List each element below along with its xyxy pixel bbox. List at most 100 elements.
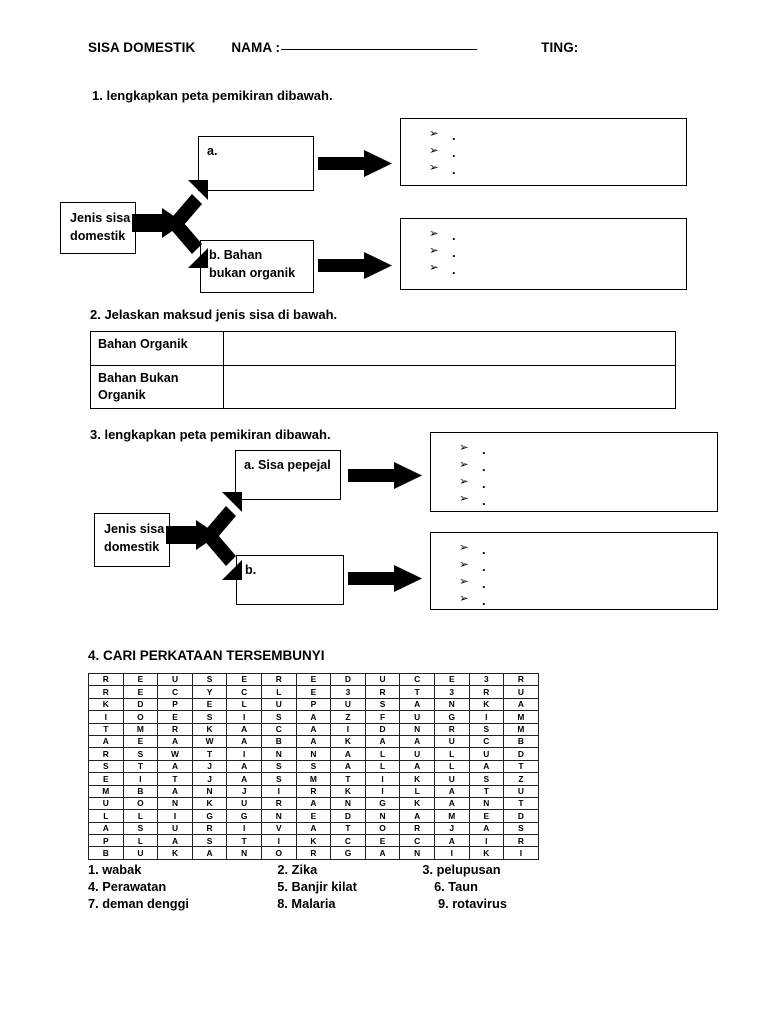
wordsearch-cell[interactable]: W xyxy=(157,747,193,761)
wordsearch-cell[interactable]: A xyxy=(295,821,332,836)
wordsearch-cell[interactable]: M xyxy=(295,772,332,786)
wordsearch-cell[interactable]: U xyxy=(157,821,193,836)
wordsearch-cell[interactable]: P xyxy=(157,697,193,712)
wordsearch-cell[interactable]: K xyxy=(468,697,505,712)
wordsearch-cell[interactable]: T xyxy=(503,796,539,811)
wordsearch-cell[interactable]: N xyxy=(191,784,228,798)
wordsearch-cell[interactable]: U xyxy=(433,734,470,749)
wordsearch-cell[interactable]: U xyxy=(157,672,193,687)
wordsearch-cell[interactable]: A xyxy=(88,821,124,836)
wordsearch-cell[interactable]: W xyxy=(191,734,228,749)
wordsearch-cell[interactable]: S xyxy=(468,722,505,736)
wordsearch-cell[interactable]: R xyxy=(399,821,435,836)
wordsearch-cell[interactable]: R xyxy=(503,834,539,848)
wordsearch-cell[interactable]: I xyxy=(122,772,159,786)
wordsearch-cell[interactable]: C xyxy=(468,734,505,749)
wordsearch-cell[interactable]: I xyxy=(468,834,505,848)
word-list-item[interactable]: 9. rotavirus xyxy=(437,896,507,911)
wordsearch-cell[interactable]: I xyxy=(226,821,262,836)
wordsearch-cell[interactable]: I xyxy=(433,846,470,860)
wordsearch-cell[interactable]: U xyxy=(399,747,435,761)
map1-branch-a-box[interactable]: a. xyxy=(198,136,314,191)
wordsearch-cell[interactable]: G xyxy=(191,809,228,823)
wordsearch-cell[interactable]: O xyxy=(260,846,297,860)
wordsearch-cell[interactable]: O xyxy=(122,796,159,811)
wordsearch-cell[interactable]: U xyxy=(330,697,366,712)
wordsearch-cell[interactable]: A xyxy=(399,734,435,749)
wordsearch-cell[interactable]: E xyxy=(433,672,470,687)
wordsearch-cell[interactable]: N xyxy=(295,747,332,761)
wordsearch-cell[interactable]: A xyxy=(364,734,401,749)
wordsearch-cell[interactable]: E xyxy=(157,710,193,724)
wordsearch-cell[interactable]: A xyxy=(191,846,228,860)
wordsearch-cell[interactable]: L xyxy=(433,747,470,761)
wordsearch-cell[interactable]: R xyxy=(364,685,401,699)
wordsearch-cell[interactable]: E xyxy=(295,672,332,687)
wordsearch-cell[interactable]: C xyxy=(226,685,262,699)
wordsearch-cell[interactable]: Z xyxy=(503,772,539,786)
wordsearch-cell[interactable]: N xyxy=(260,747,297,761)
wordsearch-cell[interactable]: E xyxy=(88,772,124,786)
wordsearch-cell[interactable]: A xyxy=(468,821,505,836)
wordsearch-cell[interactable]: N xyxy=(433,697,470,712)
wordsearch-cell[interactable]: K xyxy=(191,796,228,811)
bullet-item[interactable]: ➢ . xyxy=(429,159,456,176)
wordsearch-cell[interactable]: N xyxy=(399,846,435,860)
wordsearch-cell[interactable]: R xyxy=(191,821,228,836)
wordsearch-cell[interactable]: A xyxy=(364,846,401,860)
wordsearch-cell[interactable]: V xyxy=(260,821,297,836)
wordsearch-cell[interactable]: G xyxy=(364,796,401,811)
wordsearch-cell[interactable]: A xyxy=(399,759,435,774)
wordsearch-cell[interactable]: A xyxy=(226,772,262,786)
wordsearch-cell[interactable]: A xyxy=(295,710,332,724)
wordsearch-cell[interactable]: T xyxy=(399,685,435,699)
wordsearch-cell[interactable]: U xyxy=(468,747,505,761)
wordsearch-cell[interactable]: G xyxy=(330,846,366,860)
wordsearch-cell[interactable]: U xyxy=(226,796,262,811)
map3-branch-a-box[interactable]: a. Sisa pepejal xyxy=(235,450,341,500)
bullet-item[interactable]: ➢ . xyxy=(459,439,486,456)
wordsearch-cell[interactable]: T xyxy=(330,821,366,836)
word-list-item[interactable]: 7. deman denggi xyxy=(88,896,189,911)
wordsearch-cell[interactable]: L xyxy=(122,834,159,848)
wordsearch-cell[interactable]: A xyxy=(330,747,366,761)
wordsearch-cell[interactable]: C xyxy=(399,834,435,848)
wordsearch-cell[interactable]: D xyxy=(330,809,366,823)
wordsearch-cell[interactable]: S xyxy=(503,821,539,836)
wordsearch-cell[interactable]: D xyxy=(503,809,539,823)
wordsearch-cell[interactable]: R xyxy=(295,846,332,860)
wordsearch-cell[interactable]: A xyxy=(468,759,505,774)
wordsearch-cell[interactable]: R xyxy=(433,722,470,736)
bullet-item[interactable]: ➢ . xyxy=(459,573,486,590)
wordsearch-cell[interactable]: A xyxy=(330,759,366,774)
wordsearch-cell[interactable]: I xyxy=(88,710,124,724)
wordsearch-cell[interactable]: I xyxy=(330,722,366,736)
wordsearch-cell[interactable]: S xyxy=(260,710,297,724)
wordsearch-cell[interactable]: N xyxy=(260,809,297,823)
wordsearch-cell[interactable]: T xyxy=(88,722,124,736)
wordsearch-cell[interactable]: U xyxy=(433,772,470,786)
wordsearch-cell[interactable]: L xyxy=(88,809,124,823)
wordsearch-cell[interactable]: D xyxy=(364,722,401,736)
wordsearch-cell[interactable]: T xyxy=(226,834,262,848)
word-list-item[interactable]: 3. pelupusan xyxy=(422,862,501,877)
wordsearch-cell[interactable]: I xyxy=(468,710,505,724)
map1-answer-box-b[interactable]: ➢ . ➢ . ➢ . xyxy=(400,218,687,290)
wordsearch-cell[interactable]: T xyxy=(191,747,228,761)
bullet-item[interactable]: ➢ . xyxy=(429,225,456,242)
wordsearch-cell[interactable]: D xyxy=(122,697,159,712)
bullet-item[interactable]: ➢ . xyxy=(459,556,486,573)
wordsearch-cell[interactable]: E xyxy=(364,834,401,848)
wordsearch-cell[interactable]: K xyxy=(330,784,366,798)
wordsearch-cell[interactable]: B xyxy=(260,734,297,749)
wordsearch-cell[interactable]: R xyxy=(88,685,124,699)
wordsearch-cell[interactable]: J xyxy=(191,759,228,774)
bullet-item[interactable]: ➢ . xyxy=(429,259,456,276)
wordsearch-cell[interactable]: D xyxy=(503,747,539,761)
wordsearch-cell[interactable]: E xyxy=(122,672,159,687)
wordsearch-cell[interactable]: E xyxy=(122,734,159,749)
wordsearch-cell[interactable]: J xyxy=(191,772,228,786)
wordsearch-cell[interactable]: A xyxy=(433,834,470,848)
wordsearch-cell[interactable]: N xyxy=(364,809,401,823)
wordsearch-cell[interactable]: K xyxy=(191,722,228,736)
